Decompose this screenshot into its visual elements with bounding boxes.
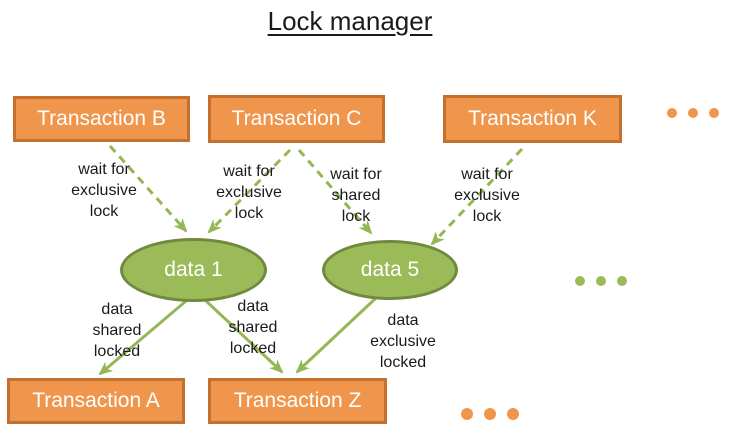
edge-transaction-c-to-data-5 [297,149,373,235]
data-1-node: data 1 [120,238,267,302]
edge-data-1-to-transaction-a [98,299,187,376]
diagram-title: Lock manager [267,6,433,36]
more-transactions-top-dot [709,108,719,118]
transaction-a-node: Transaction A [7,378,185,424]
more-transactions-bottom-dot [484,408,496,420]
transaction-z-node: Transaction Z [208,378,387,424]
transaction-c-node: Transaction C [208,95,385,143]
edge-label-data-5-to-transaction-z: data exclusive locked [370,312,436,371]
edge-data-5-to-transaction-z [295,296,378,374]
edge-label-transaction-k-to-data-5: wait for exclusive lock [454,166,520,225]
more-data-items-dot [617,276,627,286]
edge-transaction-b-to-data-1 [108,145,188,233]
more-transactions-top-dot [688,108,698,118]
edge-label-transaction-b-to-data-1: wait for exclusive lock [71,161,137,220]
edge-data-1-to-transaction-z [203,298,284,374]
edge-label-data-1-to-transaction-z: data shared locked [228,298,278,357]
more-transactions-bottom-dot [461,408,473,420]
edge-transaction-k-to-data-5 [430,147,524,246]
more-data-items-dot [575,276,585,286]
data-5-node: data 5 [322,240,458,300]
edge-label-data-1-to-transaction-a: data shared locked [92,301,142,360]
edge-label-transaction-c-to-data-5: wait for shared lock [330,166,382,225]
transaction-b-node: Transaction B [13,96,190,142]
edge-label-transaction-c-to-data-1: wait for exclusive lock [216,163,282,222]
transaction-k-node: Transaction K [443,95,622,143]
more-transactions-bottom-dot [507,408,519,420]
more-data-items-dot [596,276,606,286]
more-transactions-top-dot [667,108,677,118]
edge-transaction-c-to-data-1 [207,148,292,234]
